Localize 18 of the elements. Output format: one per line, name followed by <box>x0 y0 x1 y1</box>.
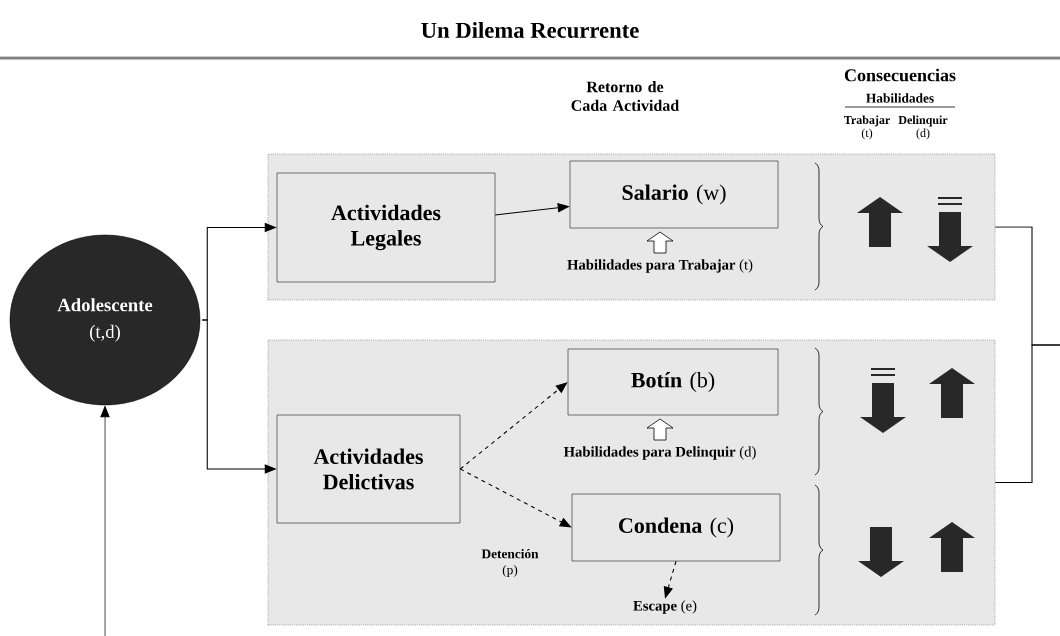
activity-box: Salario (w) <box>569 160 779 229</box>
outcome-text: Escape (e) <box>633 600 697 614</box>
activity-box: Actividades Legales <box>276 172 496 283</box>
column-heading: Trabajar <box>844 115 890 127</box>
activity-box: Condena (c) <box>571 493 781 562</box>
skill-caption: Habilidades para Delinquir (d) <box>563 446 756 460</box>
activity-box: Botín (b) <box>567 348 779 416</box>
edge-label: Detención (p) <box>481 548 539 578</box>
column-heading: Consecuencias <box>844 68 956 82</box>
column-heading: Retorno de Cada Actividad <box>571 81 680 111</box>
skill-caption: Habilidades para Trabajar (t) <box>567 259 753 273</box>
activity-box: Actividades Delictivas <box>276 414 461 524</box>
column-heading: (t) <box>861 128 873 140</box>
column-heading: (d) <box>916 128 930 140</box>
column-heading: Habilidades <box>866 93 934 103</box>
title: Un Dilema Recurrente <box>421 22 639 38</box>
arrow <box>459 382 568 470</box>
column-heading: Delinquir <box>898 115 948 127</box>
